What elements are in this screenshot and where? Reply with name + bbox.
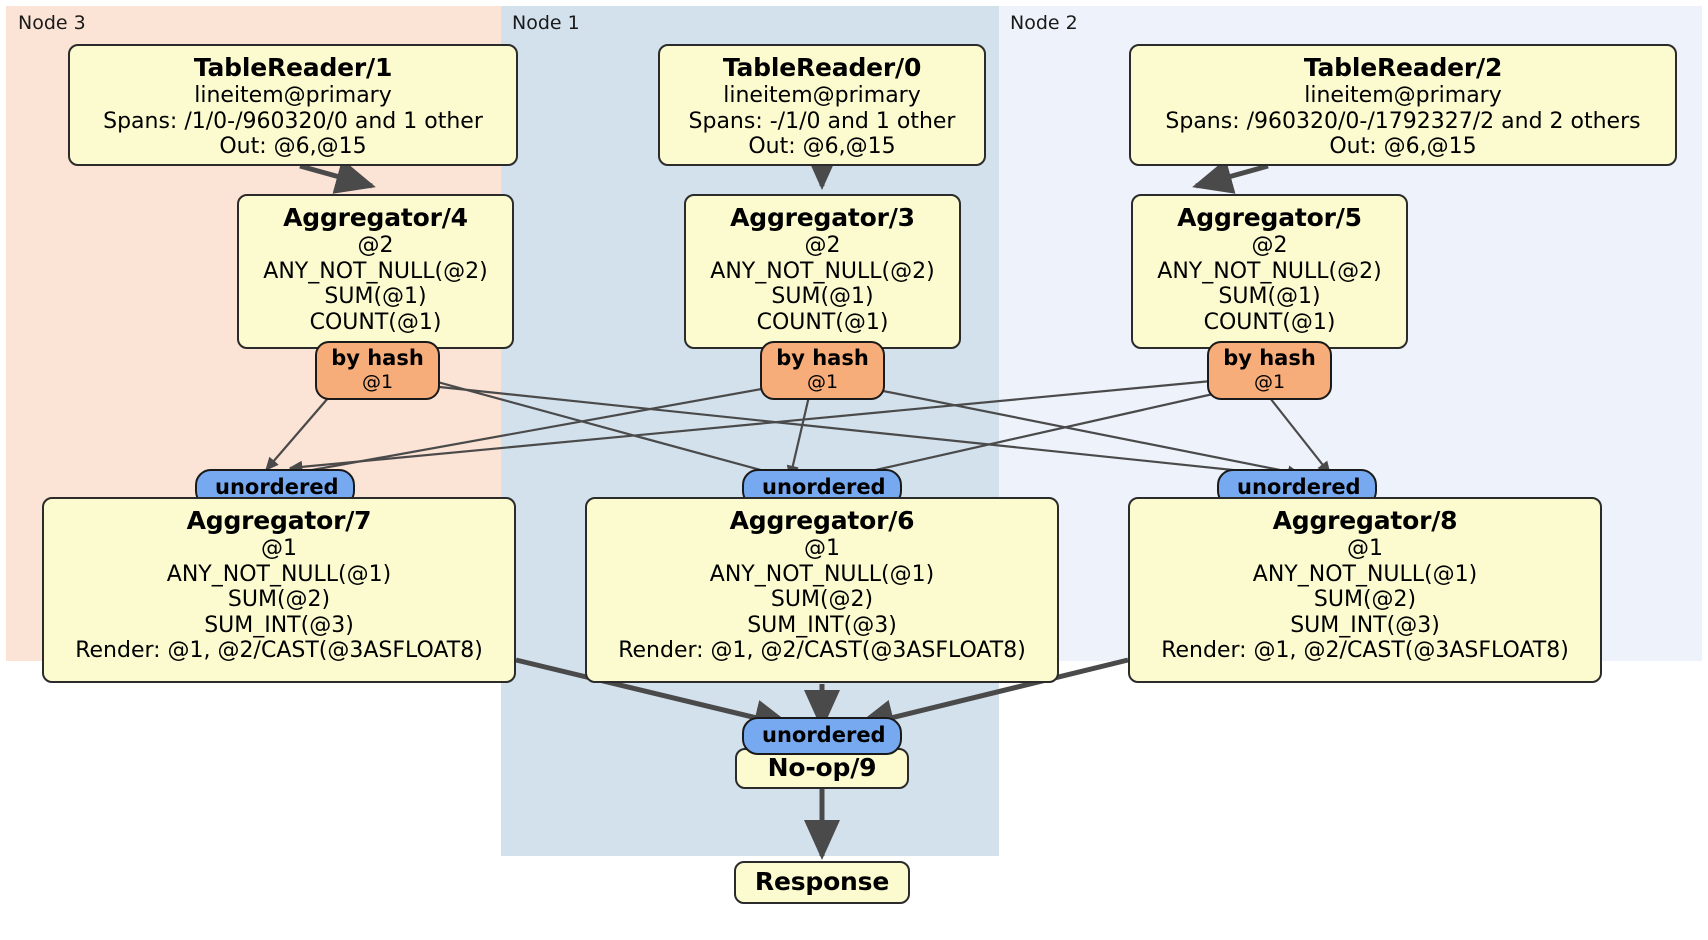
- processor-line: Render: @1, @2/CAST(@3ASFLOAT8): [618, 638, 1026, 663]
- processor-line: Out: @6,@15: [219, 134, 367, 159]
- processor-line: Out: @6,@15: [1329, 134, 1477, 159]
- processor-title: Aggregator/5: [1177, 203, 1362, 232]
- region-label-node2: Node 2: [1010, 12, 1078, 34]
- processor-line: ANY_NOT_NULL(@2): [1157, 258, 1382, 284]
- processor-line: Out: @6,@15: [748, 134, 896, 159]
- stage-sublabel: @1: [361, 371, 394, 393]
- processor-tablereader-0[interactable]: TableReader/0 lineitem@primary Spans: -/…: [658, 44, 986, 166]
- processor-line: @1: [1347, 536, 1383, 561]
- processor-line: Spans: /960320/0-/1792327/2 and 2 others: [1165, 108, 1641, 134]
- processor-line: COUNT(@1): [1203, 309, 1336, 335]
- processor-title: Aggregator/6: [729, 506, 915, 535]
- processor-line: SUM(@2): [770, 587, 874, 612]
- processor-aggregator-3[interactable]: Aggregator/3 @2 ANY_NOT_NULL(@2) SUM(@1)…: [684, 194, 961, 349]
- processor-line: @2: [804, 233, 841, 258]
- processor-title: Response: [754, 867, 890, 896]
- processor-title: Aggregator/3: [730, 203, 915, 232]
- processor-response[interactable]: Response: [734, 861, 910, 904]
- processor-line: SUM(@1): [771, 284, 874, 309]
- processor-line: SUM_INT(@3): [204, 612, 354, 638]
- processor-line: COUNT(@1): [309, 309, 442, 335]
- processor-tablereader-2[interactable]: TableReader/2 lineitem@primary Spans: /9…: [1129, 44, 1677, 166]
- processor-title: Aggregator/4: [283, 203, 468, 232]
- processor-aggregator-4[interactable]: Aggregator/4 @2 ANY_NOT_NULL(@2) SUM(@1)…: [237, 194, 514, 349]
- stage-by-hash-right[interactable]: by hash @1: [1207, 341, 1332, 400]
- processor-title: TableReader/1: [193, 53, 393, 82]
- processor-line: ANY_NOT_NULL(@2): [710, 258, 935, 284]
- processor-line: @2: [357, 233, 394, 258]
- processor-tablereader-1[interactable]: TableReader/1 lineitem@primary Spans: /1…: [68, 44, 518, 166]
- processor-line: ANY_NOT_NULL(@2): [263, 258, 488, 284]
- region-label-node3: Node 3: [18, 12, 86, 34]
- processor-line: ANY_NOT_NULL(@1): [1252, 561, 1478, 587]
- processor-line: @2: [1251, 233, 1288, 258]
- stage-label: by hash: [331, 346, 424, 370]
- processor-aggregator-5[interactable]: Aggregator/5 @2 ANY_NOT_NULL(@2) SUM(@1)…: [1131, 194, 1408, 349]
- processor-line: lineitem@primary: [1304, 83, 1502, 108]
- stage-unordered-final[interactable]: unordered: [742, 717, 902, 755]
- processor-line: lineitem@primary: [723, 83, 921, 108]
- processor-line: lineitem@primary: [194, 83, 392, 108]
- processor-line: COUNT(@1): [756, 309, 889, 335]
- processor-line: SUM_INT(@3): [1290, 612, 1440, 638]
- processor-line: ANY_NOT_NULL(@1): [166, 561, 392, 587]
- stage-sublabel: @1: [806, 371, 839, 393]
- processor-line: SUM_INT(@3): [747, 612, 897, 638]
- processor-line: Render: @1, @2/CAST(@3ASFLOAT8): [1161, 638, 1569, 663]
- processor-aggregator-8[interactable]: Aggregator/8 @1 ANY_NOT_NULL(@1) SUM(@2)…: [1128, 497, 1602, 683]
- processor-aggregator-6[interactable]: Aggregator/6 @1 ANY_NOT_NULL(@1) SUM(@2)…: [585, 497, 1059, 683]
- processor-line: SUM(@1): [1218, 284, 1321, 309]
- processor-line: Render: @1, @2/CAST(@3ASFLOAT8): [75, 638, 483, 663]
- processor-title: TableReader/2: [1303, 53, 1503, 82]
- processor-line: Spans: -/1/0 and 1 other: [688, 108, 956, 134]
- region-label-node1: Node 1: [512, 12, 580, 34]
- stage-label: unordered: [762, 723, 886, 747]
- processor-title: Aggregator/7: [186, 506, 372, 535]
- processor-line: ANY_NOT_NULL(@1): [709, 561, 935, 587]
- processor-line: SUM(@1): [324, 284, 427, 309]
- stage-sublabel: @1: [1253, 371, 1286, 393]
- processor-line: Spans: /1/0-/960320/0 and 1 other: [103, 108, 483, 134]
- processor-line: @1: [804, 536, 840, 561]
- processor-aggregator-7[interactable]: Aggregator/7 @1 ANY_NOT_NULL(@1) SUM(@2)…: [42, 497, 516, 683]
- processor-line: @1: [261, 536, 297, 561]
- processor-title: TableReader/0: [722, 53, 922, 82]
- stage-label: by hash: [1223, 346, 1316, 370]
- processor-title: Aggregator/8: [1272, 506, 1458, 535]
- stage-unordered-right[interactable]: unordered: [1217, 469, 1377, 507]
- stage-by-hash-left[interactable]: by hash @1: [315, 341, 440, 400]
- processor-line: SUM(@2): [1313, 587, 1417, 612]
- processor-line: SUM(@2): [227, 587, 331, 612]
- stage-label: unordered: [1237, 475, 1361, 499]
- stage-by-hash-mid[interactable]: by hash @1: [760, 341, 885, 400]
- stage-label: unordered: [762, 475, 886, 499]
- stage-label: unordered: [215, 475, 339, 499]
- stage-label: by hash: [776, 346, 869, 370]
- processor-title: No-op/9: [767, 753, 877, 782]
